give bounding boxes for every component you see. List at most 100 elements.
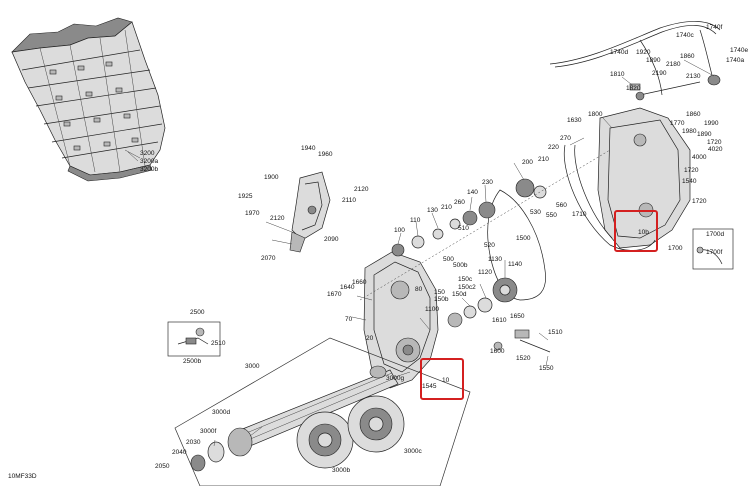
callout-210b: 210 bbox=[441, 204, 452, 211]
callout-220: 220 bbox=[548, 144, 559, 151]
callout-1700f: 1700f bbox=[706, 249, 723, 256]
callout-1650: 1650 bbox=[510, 313, 525, 320]
callout-3000c: 3000c bbox=[404, 448, 422, 455]
callout-560: 560 bbox=[556, 202, 567, 209]
callout-3000: 3000 bbox=[245, 363, 260, 370]
detail-box-1700d bbox=[692, 228, 734, 270]
callout-260: 260 bbox=[454, 199, 465, 206]
callout-4000: 4000 bbox=[692, 154, 707, 161]
callout-1900: 1900 bbox=[264, 174, 279, 181]
callout-500: 500 bbox=[443, 256, 454, 263]
callout-1890b: 1890 bbox=[697, 131, 712, 138]
callout-150c2: 150c2 bbox=[458, 284, 476, 291]
callout-150d: 150d bbox=[452, 291, 467, 298]
detail-box-2500 bbox=[167, 321, 221, 357]
callout-1610: 1610 bbox=[492, 317, 507, 324]
callout-2500b: 2500b bbox=[183, 358, 202, 365]
callout-1720c: 1720 bbox=[692, 198, 707, 205]
callout-1960: 1960 bbox=[318, 151, 333, 158]
callout-520: 520 bbox=[484, 242, 495, 249]
cable-drawing bbox=[549, 21, 721, 96]
callout-1120: 1120 bbox=[478, 269, 492, 276]
callout-1540: 1540 bbox=[682, 178, 697, 185]
callout-20: 20 bbox=[366, 335, 374, 342]
callout-150b: 150b bbox=[434, 296, 449, 303]
callout-200: 200 bbox=[522, 159, 533, 166]
callout-1740d: 1740d bbox=[610, 49, 629, 56]
callout-1660: 1660 bbox=[352, 279, 367, 286]
callout-1820: 1820 bbox=[626, 85, 641, 92]
callout-1800: 1800 bbox=[588, 111, 603, 118]
chaincase-drawing bbox=[359, 149, 611, 389]
callout-10: 10 bbox=[442, 377, 450, 384]
highlight-box-10b bbox=[614, 210, 658, 252]
callout-1545: 1545 bbox=[422, 383, 437, 390]
callout-1860: 1860 bbox=[680, 53, 695, 60]
callout-1720b: 1720 bbox=[684, 167, 699, 174]
callout-3000f: 3000f bbox=[200, 428, 217, 435]
callout-1860b: 1860 bbox=[686, 111, 701, 118]
callout-1640: 1640 bbox=[340, 284, 355, 291]
callout-110: 110 bbox=[410, 217, 421, 224]
bracket-drawing bbox=[265, 171, 331, 253]
callout-1510: 1510 bbox=[548, 329, 563, 336]
highlight-box-10 bbox=[420, 358, 464, 400]
callout-3200: 3200 bbox=[140, 150, 155, 157]
callout-2090: 2090 bbox=[324, 236, 339, 243]
callout-1630: 1630 bbox=[567, 117, 582, 124]
callout-3000b: 3000b bbox=[332, 467, 351, 474]
callout-1925: 1925 bbox=[238, 193, 253, 200]
callout-1600: 1600 bbox=[490, 348, 505, 355]
callout-140: 140 bbox=[467, 189, 478, 196]
callout-1700: 1700 bbox=[668, 245, 683, 252]
callout-150c: 150c bbox=[458, 276, 473, 283]
callout-1970: 1970 bbox=[245, 210, 260, 217]
callout-10b: 10b bbox=[638, 229, 649, 236]
callout-2190: 2190 bbox=[652, 70, 667, 77]
chaincase-cover-drawing bbox=[563, 83, 691, 251]
callout-2130: 2130 bbox=[686, 73, 701, 80]
callout-2050: 2050 bbox=[155, 463, 170, 470]
callout-1720: 1720 bbox=[707, 139, 722, 146]
callout-1710: 1710 bbox=[572, 211, 587, 218]
callout-2110: 2110 bbox=[342, 197, 356, 204]
callout-70: 70 bbox=[345, 316, 353, 323]
callout-500b: 500b bbox=[453, 262, 468, 269]
callout-1940: 1940 bbox=[301, 145, 316, 152]
callout-2030: 2030 bbox=[186, 439, 201, 446]
callout-2500: 2500 bbox=[190, 309, 205, 316]
callout-1990: 1990 bbox=[704, 120, 719, 127]
callout-2180: 2180 bbox=[666, 61, 681, 68]
callout-1810: 1810 bbox=[610, 71, 625, 78]
callout-2040: 2040 bbox=[172, 449, 187, 456]
callout-150: 150 bbox=[434, 289, 445, 296]
callout-1740f: 1740f bbox=[706, 24, 723, 31]
callout-3000d: 3000d bbox=[212, 409, 231, 416]
callout-130: 130 bbox=[427, 207, 438, 214]
callout-2120b: 2120 bbox=[270, 215, 285, 222]
callout-1670: 1670 bbox=[327, 291, 342, 298]
callout-1520: 1520 bbox=[516, 355, 531, 362]
callout-1740c: 1740c bbox=[676, 32, 694, 39]
callout-1740a: 1740a bbox=[726, 57, 745, 64]
callout-3200a: 3200a bbox=[140, 158, 159, 165]
callout-2070: 2070 bbox=[261, 255, 276, 262]
callout-2510: 2510 bbox=[211, 340, 226, 347]
callout-3200b: 3200b bbox=[140, 166, 159, 173]
callout-2120: 2120 bbox=[354, 186, 369, 193]
callout-1500: 1500 bbox=[516, 235, 531, 242]
callout-270: 270 bbox=[560, 135, 571, 142]
callout-530: 530 bbox=[530, 209, 541, 216]
callout-1130: 1130 bbox=[488, 256, 502, 263]
callout-100: 100 bbox=[394, 227, 405, 234]
callout-230: 230 bbox=[482, 179, 493, 186]
diagram-code: 10MF33D bbox=[8, 473, 37, 480]
callout-80: 80 bbox=[415, 286, 423, 293]
callout-1740e: 1740e bbox=[730, 47, 749, 54]
callout-1890: 1890 bbox=[646, 57, 661, 64]
callout-3000g: 3000g bbox=[386, 375, 405, 382]
callout-1920: 1920 bbox=[636, 49, 651, 56]
drive-shaft-drawing bbox=[174, 337, 471, 486]
